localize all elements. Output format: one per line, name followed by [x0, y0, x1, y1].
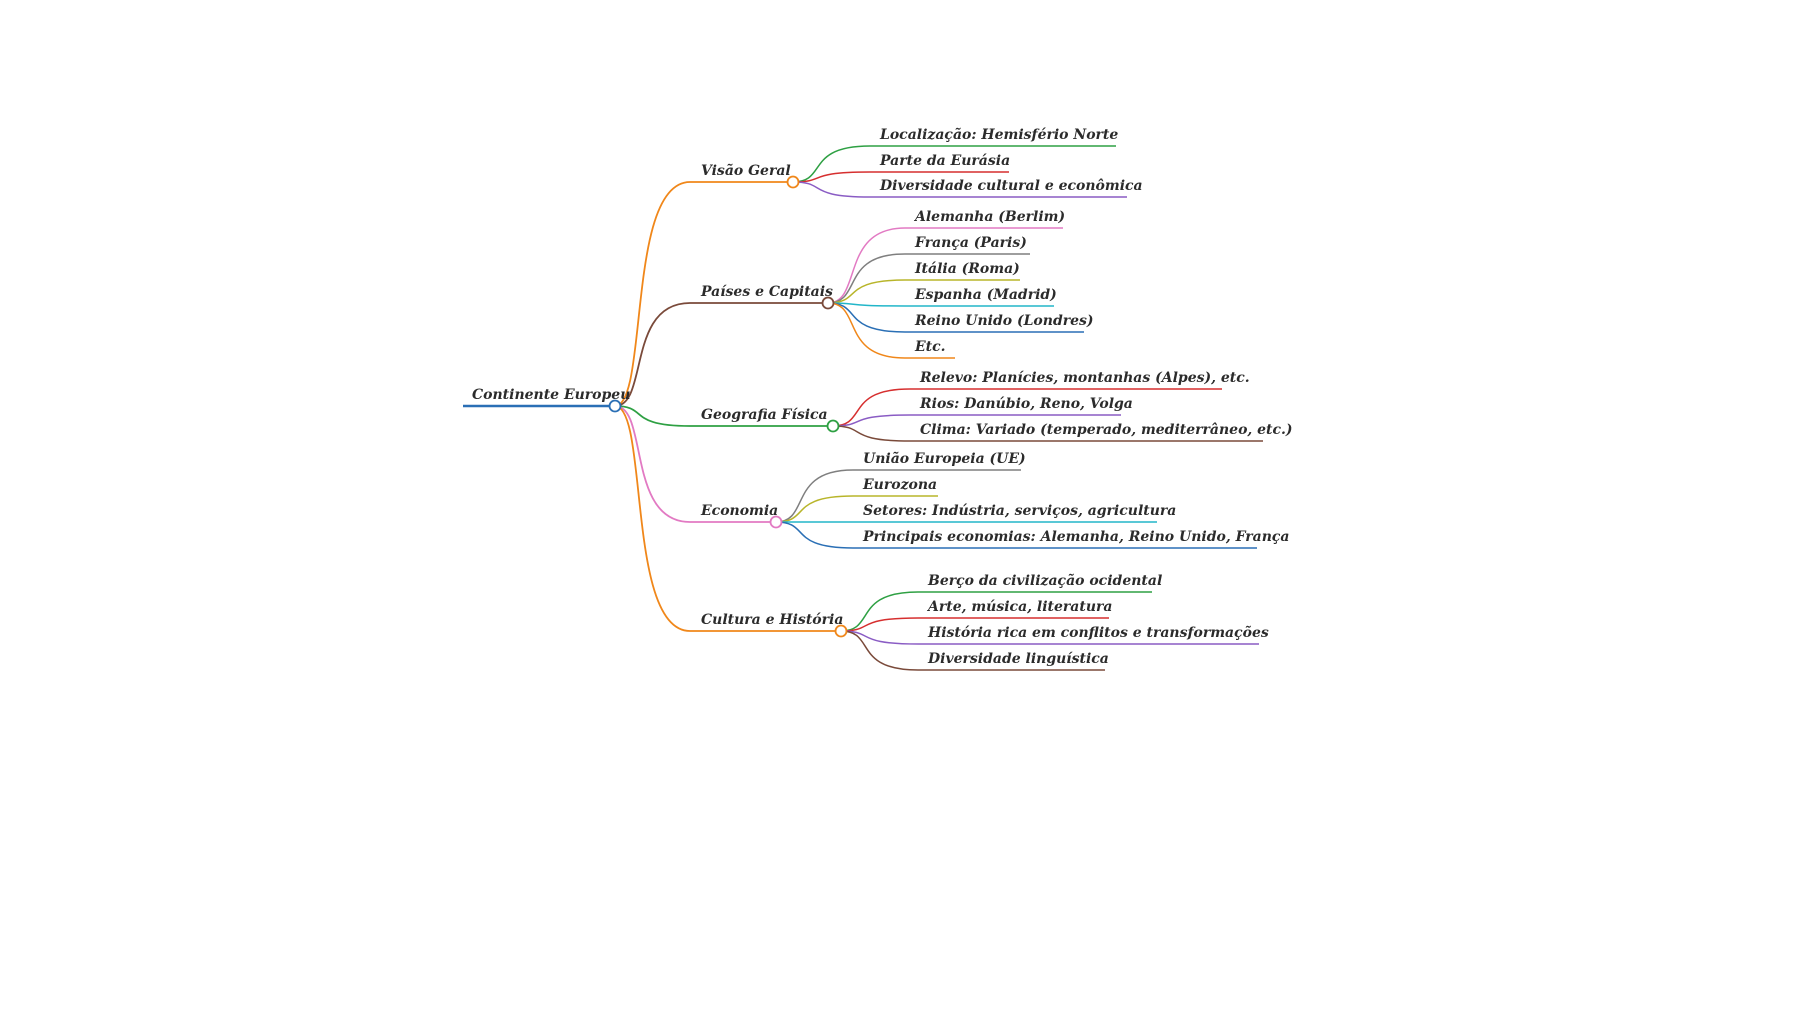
edge-cultura-e-historia-to-diversidade-linguistica: [840, 630, 919, 671]
leaf-historia-rica-em-conflitos-e-transformacoes[interactable]: História rica em conflitos e transformaç…: [927, 624, 1269, 641]
leaf-reino-unido-londres[interactable]: Reino Unido (Londres): [914, 313, 1094, 329]
edge-root-to-economia: [614, 405, 691, 523]
edge-economia-to-eurozona: [775, 495, 854, 523]
mindmap-underlines: [463, 145, 1263, 671]
leaf-rios-danubio-reno-volga[interactable]: Rios: Danúbio, Reno, Volga: [919, 396, 1133, 412]
edge-root-to-geografia-fisica: [614, 405, 691, 427]
leaf-eurozona[interactable]: Eurozona: [862, 477, 937, 493]
branch-cultura-e-historia[interactable]: Cultura e História: [701, 612, 843, 628]
edge-paises-e-capitais-to-reino-unido-londres: [827, 302, 906, 333]
leaf-diversidade-linguistica[interactable]: Diversidade linguística: [927, 651, 1109, 667]
edge-visao-geral-to-diversidade-cultural-e-economica: [792, 181, 871, 198]
edge-paises-e-capitais-to-franca-paris: [827, 253, 906, 304]
edge-geografia-fisica-to-rios-danubio-reno-volga: [832, 414, 911, 427]
edge-root-to-cultura-e-historia: [614, 405, 691, 632]
branch-collapse-dot-paises-e-capitais[interactable]: [821, 296, 835, 310]
edge-paises-e-capitais-to-italia-roma: [827, 279, 906, 304]
edge-paises-e-capitais-to-etc: [827, 302, 906, 359]
edge-economia-to-uniao-europeia-ue: [775, 469, 854, 523]
edge-paises-e-capitais-to-espanha-madrid: [827, 302, 906, 307]
edge-visao-geral-to-localizacao-hemisferio-norte: [792, 145, 871, 183]
leaf-arte-musica-literatura[interactable]: Arte, música, literatura: [926, 599, 1112, 615]
branch-collapse-dot-geografia-fisica[interactable]: [826, 419, 840, 433]
leaf-setores-industria-servicos-agricultura[interactable]: Setores: Indústria, serviços, agricultur…: [863, 503, 1176, 519]
leaf-etc[interactable]: Etc.: [914, 339, 946, 355]
leaf-principais-economias-alemanha-reino-unido-franca[interactable]: Principais economias: Alemanha, Reino Un…: [862, 529, 1290, 545]
edge-economia-to-principais-economias-alemanha-reino-unido-franca: [775, 521, 854, 549]
leaf-italia-roma[interactable]: Itália (Roma): [914, 261, 1020, 277]
branch-visao-geral[interactable]: Visão Geral: [701, 162, 791, 179]
branch-geografia-fisica[interactable]: Geografia Física: [701, 407, 828, 423]
branch-collapse-dot-visao-geral[interactable]: [786, 175, 800, 189]
edge-cultura-e-historia-to-arte-musica-literatura: [840, 617, 919, 632]
leaf-localizacao-hemisferio-norte[interactable]: Localização: Hemisfério Norte: [879, 126, 1118, 143]
branch-paises-e-capitais[interactable]: Países e Capitais: [700, 284, 833, 300]
leaf-clima-variado-temperado-mediterraneo-etc[interactable]: Clima: Variado (temperado, mediterrâneo,…: [920, 422, 1293, 438]
leaf-alemanha-berlim[interactable]: Alemanha (Berlim): [913, 209, 1065, 225]
branch-collapse-dot-economia[interactable]: [769, 515, 783, 529]
root-collapse-dot[interactable]: [608, 399, 622, 413]
edge-paises-e-capitais-to-alemanha-berlim: [827, 227, 906, 304]
edge-cultura-e-historia-to-historia-rica-em-conflitos-e-transformacoes: [840, 630, 919, 645]
leaf-relevo-planicies-montanhas-alpes-etc[interactable]: Relevo: Planícies, montanhas (Alpes), et…: [919, 370, 1250, 386]
leaf-parte-da-eurasia[interactable]: Parte da Eurásia: [879, 153, 1010, 169]
mindmap-labels: Continente Europeu Visão Geral Localização…: [472, 126, 1293, 667]
branch-economia[interactable]: Economia: [700, 503, 778, 519]
leaf-franca-paris[interactable]: França (Paris): [914, 235, 1027, 251]
mindmap-edges: [614, 145, 919, 671]
branch-collapse-dot-cultura-e-historia[interactable]: [834, 624, 848, 638]
edge-geografia-fisica-to-relevo-planicies-montanhas-alpes-etc: [832, 388, 911, 427]
leaf-uniao-europeia-ue[interactable]: União Europeia (UE): [863, 450, 1026, 467]
leaf-espanha-madrid[interactable]: Espanha (Madrid): [914, 287, 1057, 303]
leaf-diversidade-cultural-e-economica[interactable]: Diversidade cultural e econômica: [879, 178, 1143, 194]
leaf-berco-da-civilizacao-ocidental[interactable]: Berço da civilização ocidental: [927, 572, 1162, 589]
mindmap-collapse-dots: [608, 175, 848, 638]
edge-visao-geral-to-parte-da-eurasia: [792, 171, 871, 183]
edge-root-to-paises-e-capitais: [614, 302, 691, 407]
edge-cultura-e-historia-to-berco-da-civilizacao-ocidental: [840, 591, 919, 632]
root-node[interactable]: Continente Europeu: [472, 387, 630, 403]
edge-root-to-visao-geral: [614, 181, 691, 407]
edge-geografia-fisica-to-clima-variado-temperado-mediterraneo-etc: [832, 425, 911, 442]
